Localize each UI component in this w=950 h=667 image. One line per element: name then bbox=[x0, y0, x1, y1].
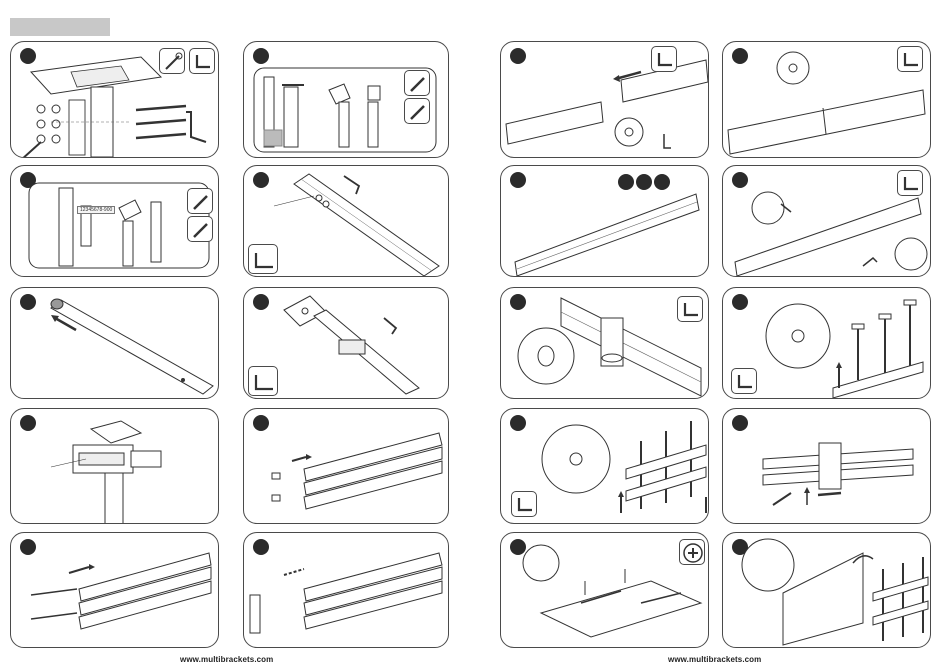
step-reference-marker bbox=[654, 174, 670, 190]
adapter-illustration bbox=[11, 409, 219, 524]
header-bar bbox=[10, 18, 110, 36]
step-panel-12 bbox=[722, 41, 931, 158]
tube-label: 12345678-900 bbox=[77, 206, 115, 214]
long-rail-illustration bbox=[501, 166, 709, 277]
hex-key-icon bbox=[897, 170, 923, 196]
step-panel-4 bbox=[243, 165, 449, 277]
step-panel-13 bbox=[500, 165, 709, 277]
step-panel-14 bbox=[722, 165, 931, 277]
step-panel-20 bbox=[722, 532, 931, 648]
screwdriver-icon bbox=[187, 216, 213, 242]
step-panel-8 bbox=[243, 408, 449, 524]
step-panel-2 bbox=[243, 41, 449, 158]
step-panel-18 bbox=[722, 408, 931, 524]
hex-key-icon bbox=[248, 244, 278, 274]
ceiling-plate-illustration bbox=[11, 42, 219, 158]
wrench-icon bbox=[159, 48, 185, 74]
hex-key-icon bbox=[248, 366, 278, 396]
step-panel-16 bbox=[722, 287, 931, 399]
rail-illustration bbox=[244, 409, 449, 524]
hex-key-icon bbox=[897, 46, 923, 72]
bracket-bolt-illustration bbox=[723, 409, 931, 524]
left-footer-url: www.multibrackets.com bbox=[180, 655, 273, 664]
tube-insert-illustration bbox=[11, 288, 219, 399]
step-panel-3: 12345678-900 bbox=[10, 165, 219, 277]
hex-key-icon bbox=[651, 46, 677, 72]
step-panel-1 bbox=[10, 41, 219, 158]
plus-icon bbox=[679, 539, 705, 565]
hex-key-icon bbox=[677, 296, 703, 322]
step-panel-6 bbox=[243, 287, 449, 399]
screwdriver-icon bbox=[404, 98, 430, 124]
step-panel-7 bbox=[10, 408, 219, 524]
step-panel-17 bbox=[500, 408, 709, 524]
step-panel-5 bbox=[10, 287, 219, 399]
hex-key-icon bbox=[511, 491, 537, 517]
right-footer-url: www.multibrackets.com bbox=[668, 655, 761, 664]
step-reference-marker bbox=[618, 174, 634, 190]
step-panel-15 bbox=[500, 287, 709, 399]
step-panel-9 bbox=[10, 532, 219, 648]
hex-key-icon bbox=[189, 48, 215, 74]
screen-hang-illustration bbox=[723, 533, 931, 648]
hex-key-icon bbox=[731, 368, 757, 394]
step-panel-10 bbox=[243, 532, 449, 648]
rail-insert-illustration bbox=[11, 533, 219, 648]
screwdriver-icon bbox=[187, 188, 213, 214]
screwdriver-icon bbox=[404, 70, 430, 96]
step-reference-marker bbox=[636, 174, 652, 190]
screen-brackets-illustration bbox=[501, 533, 709, 648]
step-panel-11 bbox=[500, 41, 709, 158]
step-panel-19 bbox=[500, 532, 709, 648]
rail-endcap-illustration bbox=[244, 533, 449, 648]
